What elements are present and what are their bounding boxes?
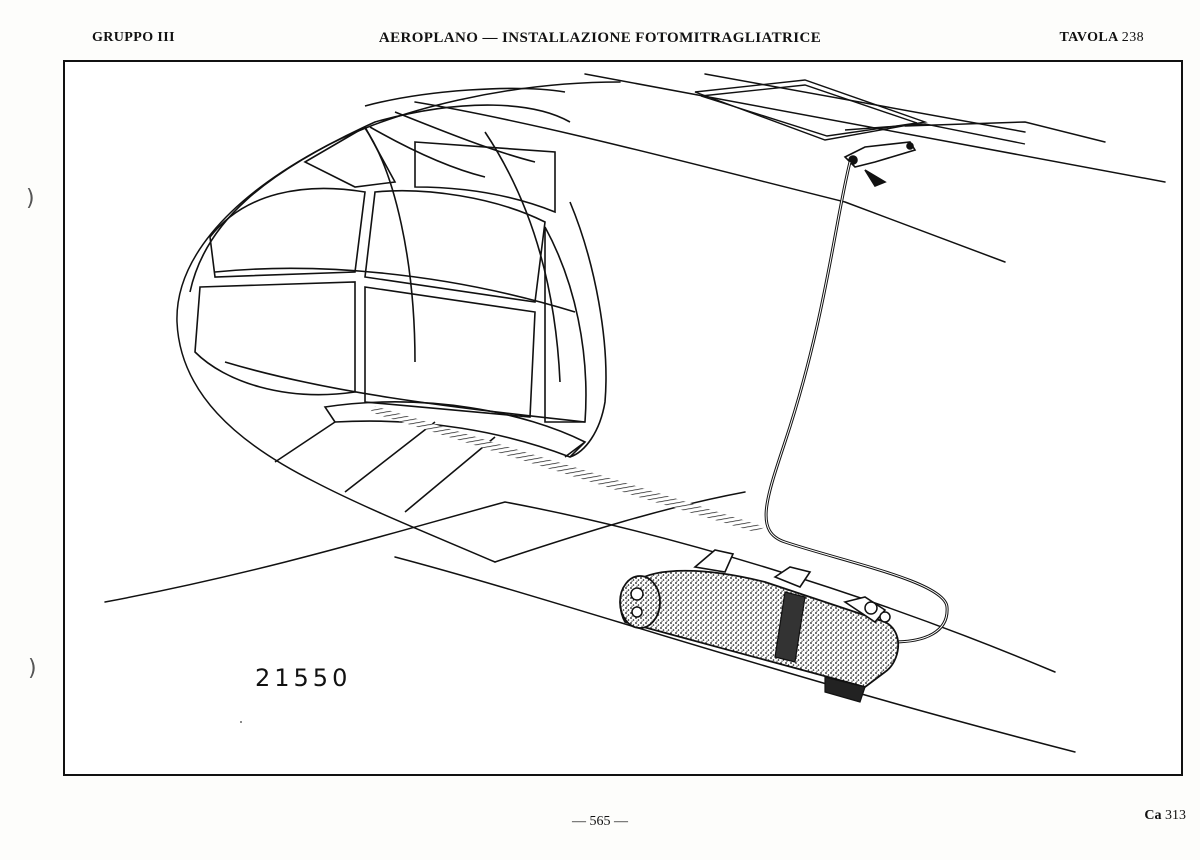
speck [240, 721, 242, 723]
nose-glazing-frames [189, 87, 607, 513]
document-code-prefix: Ca [1144, 808, 1162, 823]
control-cable-highlight [765, 161, 948, 643]
plate-label-text: TAVOLA [1059, 30, 1118, 45]
document-code: Ca 313 [1144, 808, 1186, 824]
illustration-frame: 21550 [63, 60, 1183, 776]
camera-gun-unit [619, 549, 900, 703]
trigger-mechanism [843, 141, 917, 187]
hatched-trim-strip [370, 406, 765, 532]
binder-hole-mark-top: ) [26, 186, 35, 211]
page-number: — 565 — [572, 814, 628, 829]
plate-number: 238 [1121, 30, 1144, 45]
page-title: AEROPLANO — INSTALLAZIONE FOTOMITRAGLIAT… [378, 30, 822, 46]
drawing-reference-number: 21550 [255, 664, 352, 692]
top-hatch-panels [694, 79, 1026, 145]
technical-illustration [104, 73, 1166, 753]
fuselage-outline [104, 73, 1166, 753]
plate-label: TAVOLA 238 [1059, 30, 1144, 46]
group-label: GRUPPO III [92, 30, 175, 45]
binder-hole-mark-bottom: ) [28, 656, 37, 681]
document-code-number: 313 [1165, 808, 1186, 823]
